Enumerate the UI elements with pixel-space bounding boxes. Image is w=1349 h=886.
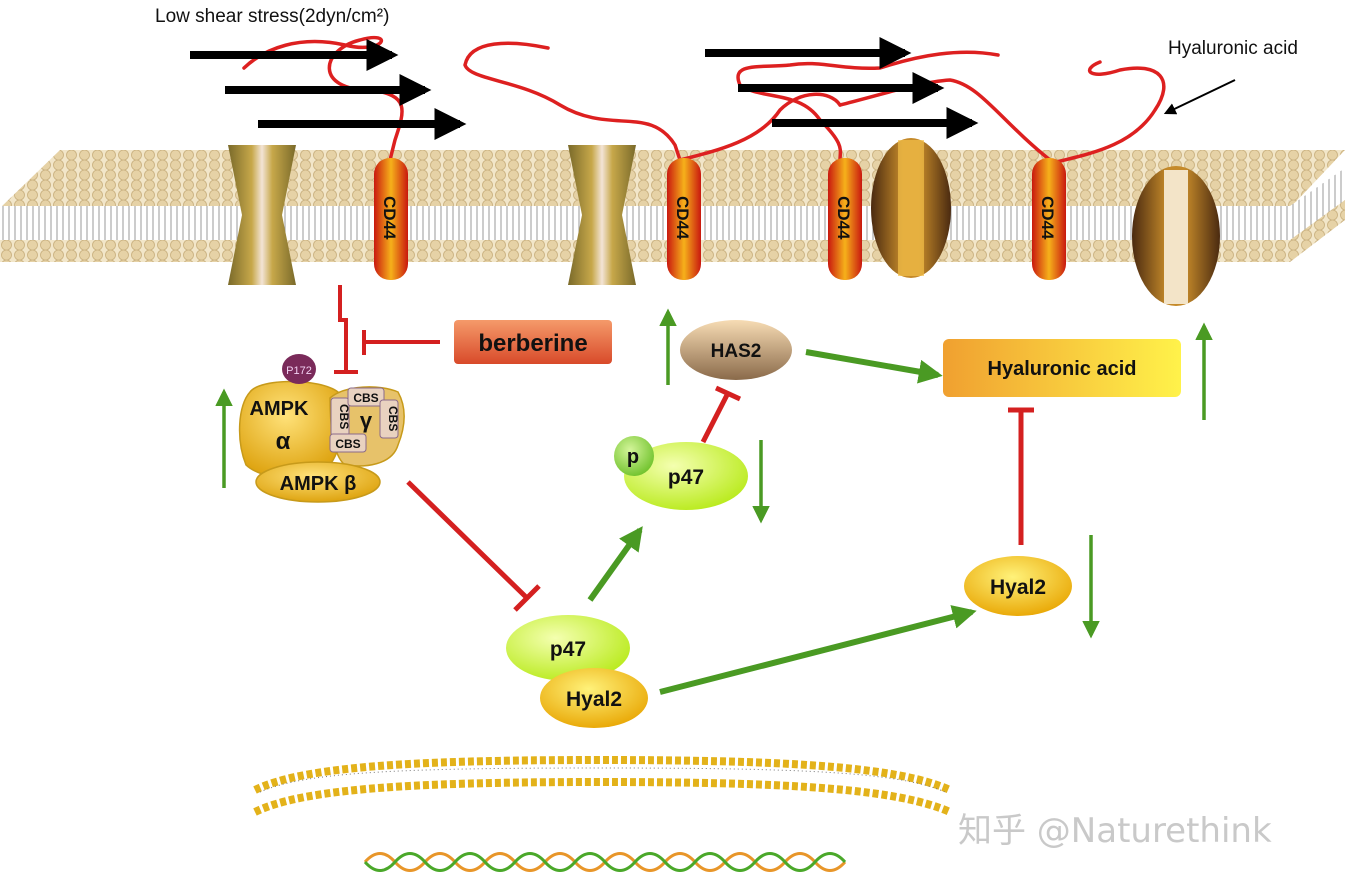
cd44-label: CD44 (380, 196, 399, 240)
hyal2-node: Hyal2 (964, 556, 1072, 616)
channel-protein-1 (228, 145, 296, 285)
complex-to-hyal2-arrow (659, 605, 977, 695)
ampk-inhibits-p47 (406, 480, 541, 612)
cd44-label: CD44 (673, 196, 692, 240)
channel-protein-4 (1132, 166, 1220, 306)
cbs-label: CBS (386, 406, 400, 431)
cd44-label: CD44 (1038, 196, 1057, 240)
channel-protein-3 (871, 138, 951, 278)
phospho-p47: p47 p (614, 436, 748, 510)
membrane-inhibits-ampk (334, 285, 358, 374)
berberine-label: berberine (478, 330, 587, 357)
cbs-label: CBS (335, 437, 360, 451)
dna-helix (363, 852, 847, 872)
has2-to-hyaluronic-acid-arrow (805, 349, 943, 384)
channel-protein-2 (568, 145, 636, 285)
complex-to-phospho-p47-arrow (587, 526, 643, 602)
hyaluronic-acid-box: Hyaluronic acid (943, 339, 1181, 397)
cd44-receptor-1: CD44 (374, 158, 408, 280)
cd44-receptor-4: CD44 (1032, 158, 1066, 280)
berberine-box: berberine (454, 320, 612, 364)
cbs-label: CBS (353, 391, 378, 405)
shear-stress-arrows (190, 37, 979, 140)
shear-stress-label: Low shear stress(2dyn/cm²) (155, 6, 389, 27)
phospho-label: p (627, 446, 639, 468)
p47-label: p47 (668, 466, 704, 489)
ampk-label: AMPK (250, 398, 309, 420)
has2-node: HAS2 (680, 320, 792, 380)
p47-label: p47 (550, 638, 586, 661)
p47-hyal2-complex: p47 Hyal2 (506, 615, 648, 728)
cd44-receptor-2: CD44 (667, 158, 701, 280)
cd44-label: CD44 (834, 196, 853, 240)
berberine-inhibits-ampk (362, 330, 440, 355)
nuclear-membrane (253, 755, 952, 816)
alpha-label: α (276, 428, 291, 455)
has2-label: HAS2 (711, 341, 762, 362)
ampk-complex: P172 AMPK α AMPK β CBS CBS CBS CBS γ (238, 354, 405, 503)
p47-inhibits-has2 (700, 385, 742, 444)
watermark: 知乎 @Naturethink (958, 811, 1272, 851)
cbs-label: CBS (337, 404, 351, 429)
hyaluronic-acid-callout-label: Hyaluronic acid (1168, 38, 1298, 59)
ampk-beta-label: AMPK β (280, 473, 357, 495)
hyal2-inhibits-hyaluronic-acid (1008, 407, 1034, 545)
callout-arrow (1163, 79, 1236, 115)
cd44-receptor-3: CD44 (828, 158, 862, 280)
p172-label: P172 (286, 365, 312, 377)
hyal2-label: Hyal2 (990, 576, 1046, 599)
hyaluronic-acid-label: Hyaluronic acid (988, 358, 1137, 380)
hyal2-label: Hyal2 (566, 688, 622, 711)
gamma-label: γ (360, 408, 373, 433)
